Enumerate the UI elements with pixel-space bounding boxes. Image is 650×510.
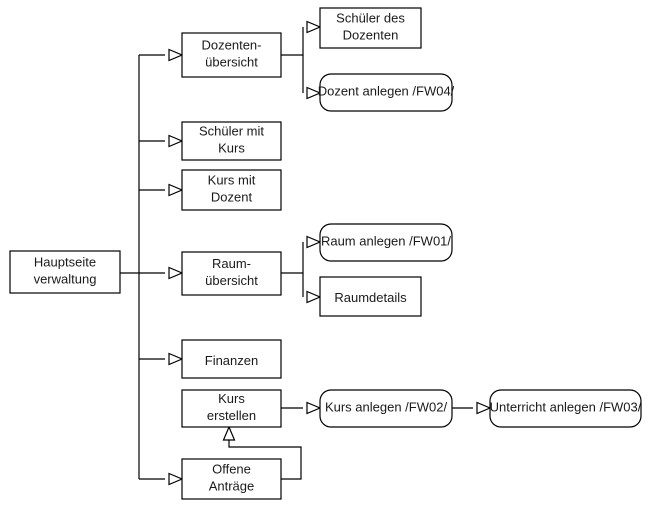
box-shape	[181, 339, 282, 379]
node-raum-anlegen-fw01[interactable]: Raum anlegen /FW01/	[319, 223, 453, 262]
arrow-head-icon	[168, 352, 184, 366]
node-label-line: Dozenten	[343, 28, 399, 43]
node-raum-uebersicht[interactable]: Raum-übersicht	[181, 251, 282, 296]
node-label-line: Unterricht anlegen /FW03/	[490, 400, 642, 415]
node-label: Kurs erstellen	[207, 391, 256, 423]
connector-edge-hauptseite-finanzen	[139, 352, 184, 366]
box-shape	[181, 32, 282, 78]
box-shape	[181, 458, 282, 500]
node-label-line: Kurs mit	[208, 173, 256, 188]
box-shape	[181, 389, 282, 428]
node-label-line: Dozent	[211, 190, 253, 205]
box-shape	[319, 7, 422, 49]
arrow-head-icon	[168, 266, 184, 280]
node-label-line: Anträge	[209, 479, 255, 494]
arrow-head-icon	[306, 20, 322, 34]
connector-edge-offeneantraege-kurserstellen	[222, 425, 302, 480]
node-label-line: Raum-	[212, 256, 251, 271]
arrow-head-icon	[168, 134, 184, 148]
arrow-head-icon	[168, 48, 184, 62]
node-dozenten-uebersicht[interactable]: Dozenten-übersicht	[181, 32, 282, 78]
connector-edge-hauptseite-schuelermitkurs	[139, 134, 184, 148]
node-label: Unterricht anlegen /FW03/	[490, 400, 642, 415]
node-label: Kurs anlegen /FW02/	[325, 400, 448, 415]
node-unterricht-anlegen-fw03[interactable]: Unterricht anlegen /FW03/	[489, 389, 642, 428]
connector-edge-hauptseite-offeneantraege	[139, 472, 184, 486]
node-label-line: verwaltung	[34, 272, 97, 287]
arrow-head-icon	[476, 401, 492, 415]
node-label-line: Schüler des	[336, 11, 405, 26]
node-label-line: übersicht	[205, 273, 258, 288]
connector-edge-raumuebersicht-raumdetails	[302, 273, 322, 304]
node-finanzen[interactable]: Finanzen	[181, 339, 282, 379]
node-label-line: Raum anlegen /FW01/	[321, 234, 451, 249]
node-label-line: Raumdetails	[334, 290, 407, 305]
arrow-head-icon	[168, 472, 184, 486]
node-kurs-erstellen[interactable]: Kurs erstellen	[181, 389, 282, 428]
connector-edge-kursanlegen-unterrichtanlegen	[452, 401, 492, 415]
node-label-line: Offene	[212, 462, 251, 477]
node-dozent-anlegen-fw04[interactable]: Dozent anlegen /FW04/	[318, 73, 455, 112]
node-hauptseite[interactable]: Hauptseite verwaltung	[9, 250, 121, 294]
connector-path	[281, 27, 304, 56]
arrow-head-icon	[306, 290, 322, 304]
connector-edge-raumuebersicht-branch	[281, 242, 304, 274]
box-shape	[9, 250, 121, 294]
box-shape	[181, 121, 282, 161]
box-shape	[181, 251, 282, 296]
connector-edge-dozentenuebersicht-schuelerdesdozenten	[306, 20, 322, 34]
connector-edge-kurserstellen-kursanlegen	[281, 401, 322, 415]
arrow-head-icon	[306, 86, 322, 100]
connector-edge-hauptseite-raumuebersicht	[139, 266, 184, 280]
connector-path	[281, 242, 304, 274]
connector-layer	[120, 20, 492, 486]
node-label-line: Dozent anlegen /FW04/	[318, 84, 455, 99]
node-label-line: übersicht	[205, 55, 258, 70]
node-label-line: Hauptseite	[34, 255, 96, 270]
arrow-head-icon	[306, 401, 322, 415]
node-kurs-anlegen-fw02[interactable]: Kurs anlegen /FW02/	[319, 389, 453, 428]
node-label-line: erstellen	[207, 408, 256, 423]
arrow-head-icon	[222, 425, 236, 441]
rounded-box-shape	[319, 223, 453, 262]
node-label: Hauptseite verwaltung	[34, 255, 97, 287]
rounded-box-shape	[319, 73, 453, 112]
node-label-line: Kurs	[218, 391, 245, 406]
connector-edge-hauptseite-dozentenuebersicht	[139, 48, 184, 62]
node-label: Raum anlegen /FW01/	[321, 234, 451, 249]
connector-edge-dozentenuebersicht-dozentanlegen	[302, 55, 322, 100]
connector-edge-raumuebersicht-raumanlegen	[306, 235, 322, 249]
node-label-line: Schüler mit	[199, 124, 264, 139]
node-label: Finanzen	[205, 353, 258, 368]
node-label: Dozenten-übersicht	[202, 38, 262, 70]
rounded-box-shape	[319, 389, 453, 428]
node-raumdetails[interactable]: Raumdetails	[319, 276, 422, 317]
arrow-head-icon	[306, 235, 322, 249]
box-shape	[319, 276, 422, 317]
box-shape	[181, 169, 282, 211]
connector-edge-dozentenuebersicht-branch	[281, 27, 304, 56]
node-label: Dozent anlegen /FW04/	[318, 84, 455, 99]
node-label-line: Kurs	[218, 141, 245, 156]
rounded-box-shape	[489, 389, 642, 428]
arrow-head-icon	[168, 183, 184, 197]
connector-edge-hauptseite-kursmitdozent	[139, 183, 184, 197]
node-label-line: Finanzen	[205, 353, 258, 368]
node-label: Raumdetails	[334, 290, 407, 305]
node-label-line: Dozenten-	[202, 38, 262, 53]
connector-path	[228, 438, 302, 480]
node-label: Raum-übersicht	[205, 256, 258, 288]
node-label-line: Kurs anlegen /FW02/	[325, 400, 448, 415]
